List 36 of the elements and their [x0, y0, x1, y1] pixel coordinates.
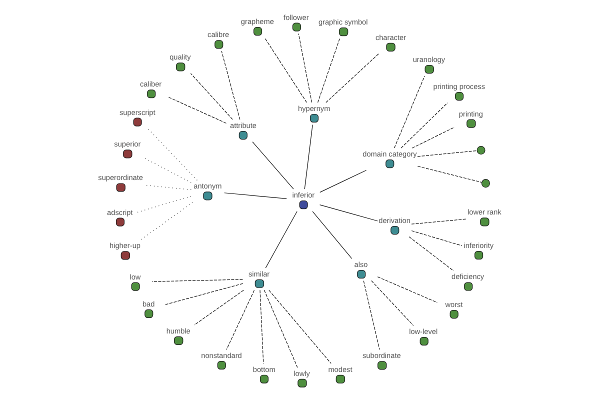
connector — [298, 32, 312, 102]
connector — [417, 165, 482, 182]
connector — [411, 218, 468, 224]
connector — [304, 124, 313, 189]
connector — [411, 230, 462, 246]
connector — [264, 37, 307, 102]
connector — [140, 202, 193, 240]
connector — [136, 195, 192, 212]
connector — [268, 289, 332, 364]
connector — [320, 169, 367, 192]
connector — [417, 150, 478, 156]
connector — [194, 289, 244, 325]
connector — [371, 280, 414, 326]
connector — [190, 72, 233, 120]
connector — [400, 102, 448, 148]
connector — [265, 210, 298, 268]
connector — [408, 236, 454, 271]
connector — [377, 276, 438, 302]
node-circle — [476, 146, 486, 154]
connector — [221, 50, 240, 120]
connector — [226, 289, 255, 350]
node-circle — [481, 178, 490, 188]
connector — [164, 282, 244, 304]
connector — [152, 278, 244, 282]
connector — [363, 280, 380, 350]
connector — [312, 210, 352, 258]
connector — [260, 289, 264, 364]
connector — [317, 38, 340, 102]
connector — [167, 96, 227, 124]
connector — [224, 192, 287, 198]
connector — [252, 141, 294, 189]
connector — [319, 204, 378, 221]
connector — [412, 126, 455, 148]
connector — [326, 52, 380, 102]
connector — [264, 289, 298, 368]
connector — [394, 75, 425, 148]
